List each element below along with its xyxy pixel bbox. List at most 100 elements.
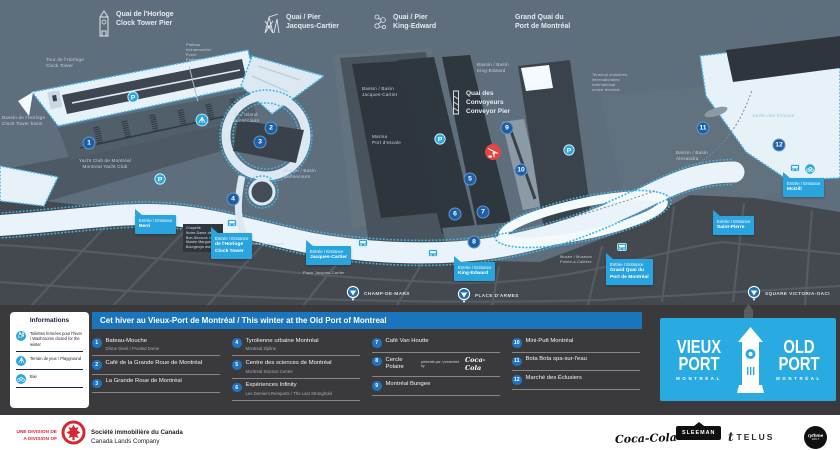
metro-icon xyxy=(346,285,360,301)
zipline-tower-icon xyxy=(264,13,280,34)
map-marker-8: 8 xyxy=(467,235,481,249)
division-text: UNE DIVISION DE A DIVISION OF xyxy=(16,430,57,443)
legend-item-bixi: Bixi xyxy=(16,370,83,389)
bus-stop-icon xyxy=(227,219,237,227)
metro-icon xyxy=(747,285,761,301)
map-marker-6: 6 xyxy=(448,207,462,221)
conveyor-tower-icon xyxy=(453,90,459,115)
map-marker-2: 2 xyxy=(264,121,278,135)
legend-title: Informations xyxy=(29,317,70,324)
playground-icon xyxy=(195,113,209,127)
map-marker-12: 12 xyxy=(772,138,786,152)
clock-tower-logo-icon xyxy=(736,327,764,393)
left-quay-wedge xyxy=(0,165,60,207)
label-place-jacques-cartier: Place Jacques-Cartier xyxy=(303,271,345,275)
logo-vieux-port: VIEUX PORT MONTRÉAL xyxy=(676,336,722,382)
metro-icon xyxy=(457,287,471,303)
map-marker-1: 1 xyxy=(82,136,96,150)
science-centre-icon xyxy=(374,14,386,29)
quay-strip xyxy=(0,119,256,215)
bus-stop-icon xyxy=(790,164,800,172)
parking-icon xyxy=(563,144,575,156)
company-name: Société immobilière du Canada Canada Lan… xyxy=(91,429,183,446)
map-marker-7: 7 xyxy=(476,205,490,219)
legend-item-washrooms: Toilettes fermées pour l'hiver / Washroo… xyxy=(16,327,83,353)
old-port-logo: VIEUX PORT MONTRÉAL OLD PORT MONTRÉAL xyxy=(660,301,836,401)
alexandra-jardin-ecluses-shape xyxy=(699,36,840,181)
canada-lands-logo xyxy=(61,420,86,450)
parking-icon xyxy=(154,173,166,185)
bus-stop-icon xyxy=(358,239,368,247)
legend-item-playground: Terrain de jeux / Playground xyxy=(16,352,83,371)
playground-icon xyxy=(16,355,26,366)
logo-old-port: OLD PORT MONTRÉAL xyxy=(776,336,822,382)
map-marker-5: 5 xyxy=(463,172,477,186)
info-panel: Informations Toilettes fermées pour l'hi… xyxy=(0,301,840,415)
footer-bar: UNE DIVISION DE A DIVISION OF Société im… xyxy=(0,415,840,450)
label-marche-bonsecours: Marché Bonsecours xyxy=(247,242,285,246)
grand-quai-shape xyxy=(518,60,594,243)
parking-icon xyxy=(434,133,446,145)
clock-tower-icon xyxy=(99,10,109,37)
legend-card: Informations Toilettes fermées pour l'hi… xyxy=(10,312,89,408)
map-marker-9: 9 xyxy=(500,121,514,135)
map-marker-4: 4 xyxy=(226,192,240,206)
map-marker-3: 3 xyxy=(253,135,267,149)
coca-cola-logo: Coca-Cola xyxy=(614,430,678,447)
zipline-attraction-icon xyxy=(485,144,501,160)
map-marker-11: 11 xyxy=(696,121,710,135)
washroom-icon xyxy=(16,330,26,341)
map-marker-10: 10 xyxy=(514,163,528,177)
map-canvas: P xyxy=(0,36,840,307)
metro-square-victoria: SQUARE VICTORIA-OACI xyxy=(747,285,830,302)
bus-stop-icon xyxy=(617,243,627,251)
metro-champ-de-mars: CHAMP-DE-MARS xyxy=(346,285,410,302)
listing-header: Cet hiver au Vieux-Port de Montréal / Th… xyxy=(92,312,642,329)
bike-path-icon xyxy=(804,163,816,175)
port-map: P xyxy=(0,0,840,307)
winter-attractions-listing: Cet hiver au Vieux-Port de Montréal / Th… xyxy=(92,312,642,402)
sleeman-logo: SLEEMAN xyxy=(676,426,722,440)
bonsecours-island-shape xyxy=(219,89,313,236)
